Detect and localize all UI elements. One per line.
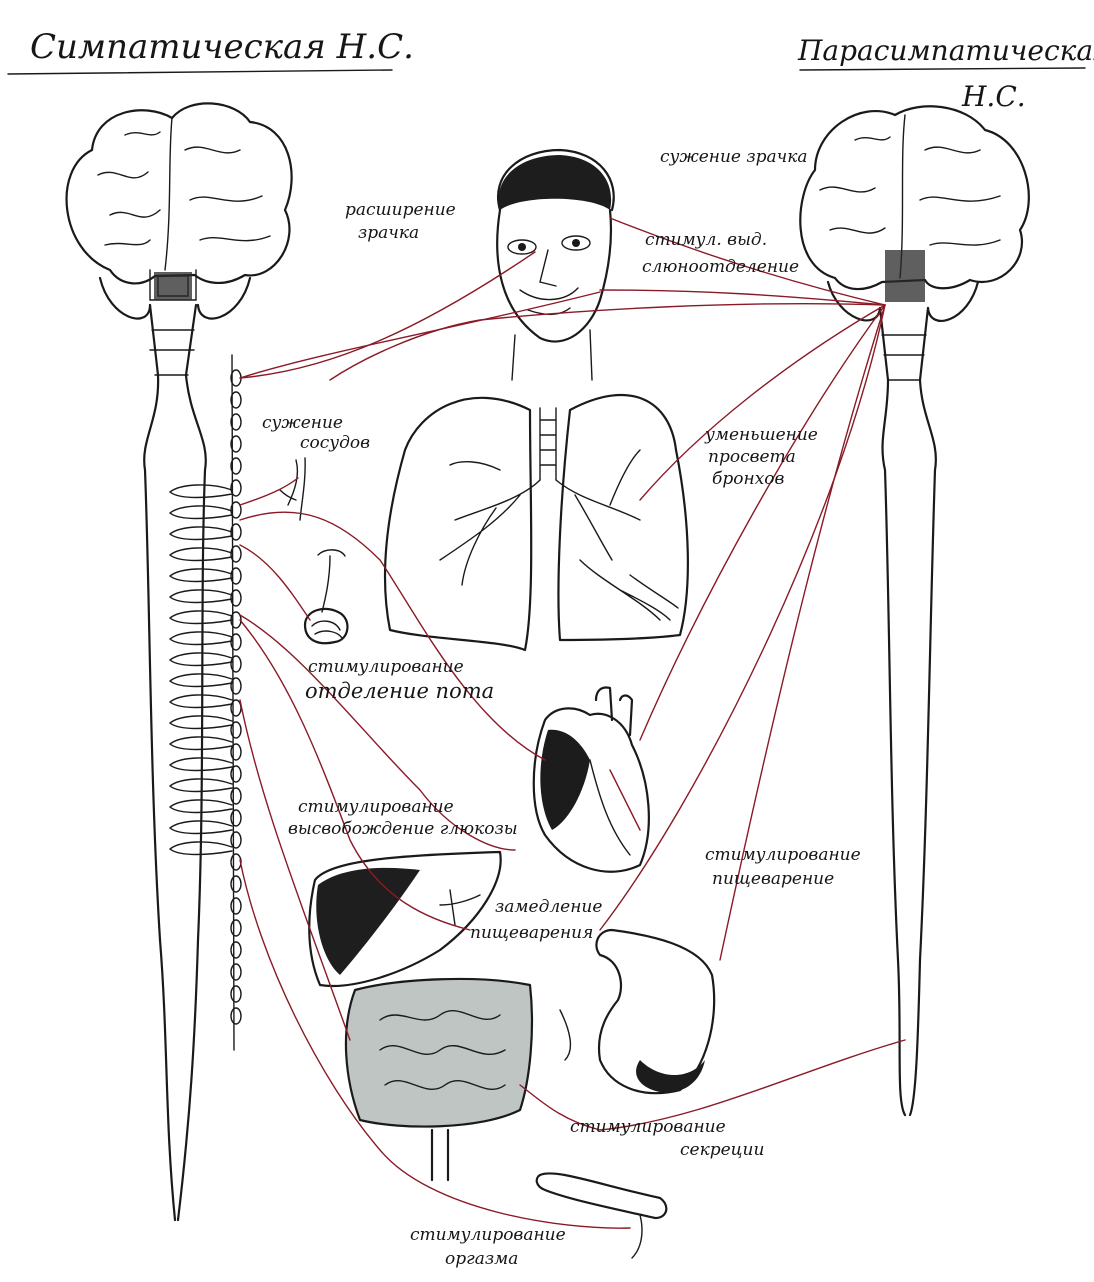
spinal-nerve-loop	[170, 590, 232, 603]
spinal-nerve-loop	[170, 527, 232, 540]
label-digestion-slow-2: пищеварения	[470, 923, 593, 943]
label-bronchi-3: бронхов	[712, 469, 785, 489]
sweat-gland	[305, 550, 347, 643]
spinal-nerve-loop	[170, 485, 232, 498]
spinal-nerve-loop	[170, 695, 232, 708]
ganglion	[231, 898, 241, 914]
label-digestion-slow-1: замедление	[495, 897, 602, 917]
ganglion	[231, 810, 241, 826]
label-glucose-2: высвобождение глюкозы	[288, 819, 518, 839]
label-pupil-dilation-2: зрачка	[358, 223, 419, 243]
label-vasoconstriction-2: сосудов	[300, 433, 370, 453]
liver	[309, 852, 500, 986]
spinal-nerve-loop	[170, 632, 232, 645]
label-secretion-1: стимулирование	[570, 1117, 726, 1137]
ganglion	[231, 854, 241, 870]
nerve-fibres	[240, 218, 905, 1228]
ganglion	[231, 876, 241, 892]
title-parasympathetic-line1: Парасимпатическая	[797, 34, 1094, 67]
label-glucose-1: стимулирование	[298, 797, 454, 817]
ganglion	[231, 788, 241, 804]
label-orgasm-1: стимулирование	[410, 1225, 566, 1245]
left-brain	[67, 103, 292, 318]
label-orgasm-2: оргазма	[445, 1249, 518, 1269]
ganglion	[231, 832, 241, 848]
label-vasoconstriction-1: сужение	[262, 413, 343, 433]
label-pupil-constriction: сужение зрачка	[660, 147, 808, 167]
lungs	[385, 395, 688, 650]
heart	[534, 688, 649, 872]
ganglion	[231, 920, 241, 936]
genitals	[537, 1173, 667, 1258]
spinal-nerve-loop	[170, 674, 232, 687]
label-bronchi-1: уменьшение	[704, 425, 818, 445]
ganglion	[231, 1008, 241, 1024]
title-sympathetic: Симпатическая Н.С.	[30, 27, 414, 67]
label-secretion-2: секреции	[680, 1140, 764, 1160]
label-digestion-para-2: пищеварение	[712, 869, 834, 889]
ganglion	[231, 964, 241, 980]
ganglion	[231, 942, 241, 958]
right-brain	[800, 106, 1029, 321]
label-digestion-para-1: стимулирование	[705, 845, 861, 865]
label-sweat-1: стимулирование	[308, 657, 464, 677]
blood-vessel	[280, 458, 305, 520]
label-saliva-1: стимул. выд.	[645, 230, 767, 250]
title-parasympathetic-line2: Н.С.	[961, 80, 1026, 113]
label-pupil-dilation-1: расширение	[345, 200, 456, 220]
spinal-nerve-loop	[170, 506, 232, 519]
spinal-nerve-loop	[170, 548, 232, 561]
spinal-nerve-loop	[170, 569, 232, 582]
label-bronchi-2: просвета	[708, 447, 796, 467]
title-parasympathetic-underline	[800, 68, 1085, 70]
spinal-nerve-loop	[170, 611, 232, 624]
ganglion	[231, 766, 241, 782]
right-spinal-cord	[880, 308, 936, 1115]
spinal-nerve-loop	[170, 653, 232, 666]
title-sympathetic-underline	[8, 70, 392, 74]
stomach	[560, 930, 714, 1093]
intestines	[346, 979, 532, 1180]
ganglion	[231, 986, 241, 1002]
label-saliva-2: слюноотделение	[642, 257, 799, 277]
label-sweat-2: отделение пота	[305, 679, 494, 703]
